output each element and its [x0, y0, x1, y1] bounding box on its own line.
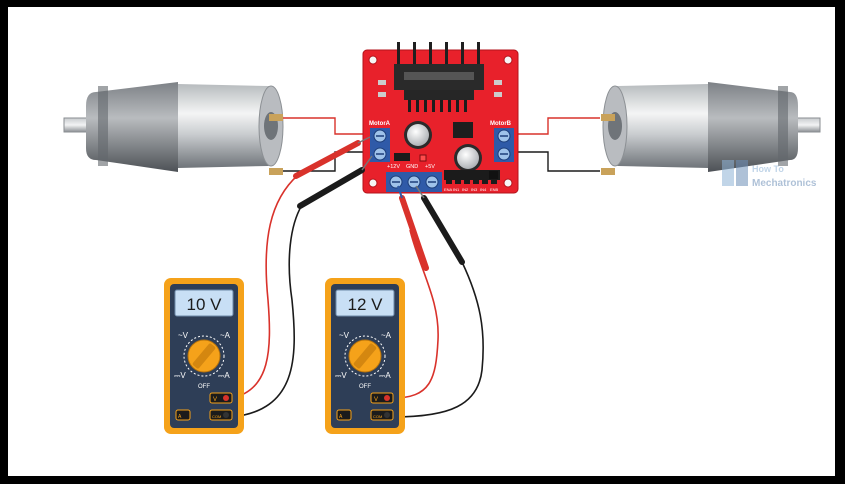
motor-a-terminal — [370, 128, 390, 162]
motor-b-label: MotorB — [490, 121, 512, 127]
logic-header — [444, 170, 500, 184]
capacitor-left — [404, 121, 432, 149]
pin-label-12v: +12V — [387, 164, 400, 170]
multimeter-2: 12 V ~V ~A ⎓V ⎓A OFF V A COM — [325, 278, 405, 434]
jack-com[interactable] — [384, 412, 390, 418]
dial-label-off: OFF — [359, 384, 371, 390]
right-motor-black-wire — [514, 151, 600, 172]
pin-label-gnd: GND — [406, 164, 418, 170]
jack-label-a: A — [178, 414, 182, 420]
jack-label-a: A — [339, 414, 343, 420]
meter-reading: 12 V — [348, 295, 384, 314]
capacitor-right — [454, 144, 482, 172]
jack-label-com: COM — [212, 414, 221, 419]
dial-label-aac: ~A — [220, 331, 231, 340]
right-motor — [601, 82, 821, 175]
right-motor-gearbox — [708, 82, 798, 172]
left-motor-terminal-top — [269, 114, 283, 121]
right-motor-shaft — [795, 117, 821, 133]
regulator — [453, 122, 473, 138]
watermark-logo: How To Mechatronics — [722, 160, 817, 189]
right-motor-red-wire — [514, 117, 600, 135]
l298-chip — [404, 90, 474, 112]
dial-label-vdc: ⎓V — [335, 371, 347, 380]
motor-a-label: MotorA — [369, 121, 391, 127]
power-led — [419, 154, 427, 162]
probe-red-power[interactable] — [397, 185, 429, 271]
pin-label-in1: IN1 — [453, 187, 460, 192]
dial-label-vac: ~V — [178, 331, 189, 340]
dial-label-aac: ~A — [381, 331, 392, 340]
pin-label-5v: +5V — [425, 164, 435, 170]
power-terminal-block — [386, 172, 442, 192]
left-motor-body — [178, 84, 282, 168]
pin-label-ena: ENA — [444, 187, 453, 192]
left-motor-terminal-bottom — [269, 168, 283, 175]
meter2-red-lead — [392, 229, 439, 399]
jack-label-v: V — [374, 397, 378, 403]
watermark-line1: How To — [752, 164, 784, 174]
motor-b-terminal — [494, 128, 514, 162]
multimeter-1: 10 V ~V ~A ⎓V ⎓A OFF V A COM — [164, 278, 244, 434]
left-motor-gearbox — [86, 82, 178, 172]
l298n-driver-board: MotorA MotorB +12V GND — [362, 42, 519, 194]
probe-black-motor-a[interactable] — [297, 155, 373, 209]
jack-label-com: COM — [373, 414, 382, 419]
meter-reading: 10 V — [187, 295, 223, 314]
dial-label-off: OFF — [198, 384, 210, 390]
meter1-red-lead — [231, 174, 299, 399]
probe-black-power[interactable] — [415, 185, 465, 265]
probe-red-motor-a[interactable] — [293, 136, 371, 179]
pin-label-in3: IN3 — [471, 187, 478, 192]
jack-v[interactable] — [384, 395, 390, 401]
watermark-line2: Mechatronics — [752, 178, 817, 189]
dial-label-adc: ⎓A — [218, 371, 230, 380]
jack-label-v: V — [213, 397, 217, 403]
left-motor — [63, 82, 284, 175]
meter1-black-lead — [231, 204, 303, 418]
left-motor-red-wire — [283, 117, 372, 135]
dial-label-vdc: ⎓V — [174, 371, 186, 380]
dial-label-adc: ⎓A — [379, 371, 391, 380]
meter-display — [174, 289, 234, 317]
right-motor-terminal-bottom — [601, 168, 615, 175]
pin-label-in4: IN4 — [480, 187, 487, 192]
jack-v[interactable] — [223, 395, 229, 401]
jack-com[interactable] — [223, 412, 229, 418]
probe-wires — [231, 174, 484, 418]
pin-label-in2: IN2 — [462, 187, 469, 192]
enable-jumper — [394, 153, 410, 161]
heatsink — [394, 42, 484, 90]
dial-label-vac: ~V — [339, 331, 350, 340]
pin-label-enb: ENB — [490, 187, 499, 192]
meter-display — [335, 289, 395, 317]
right-motor-body — [604, 84, 708, 168]
right-motor-terminal-top — [601, 114, 615, 121]
meter2-black-lead — [392, 261, 484, 418]
